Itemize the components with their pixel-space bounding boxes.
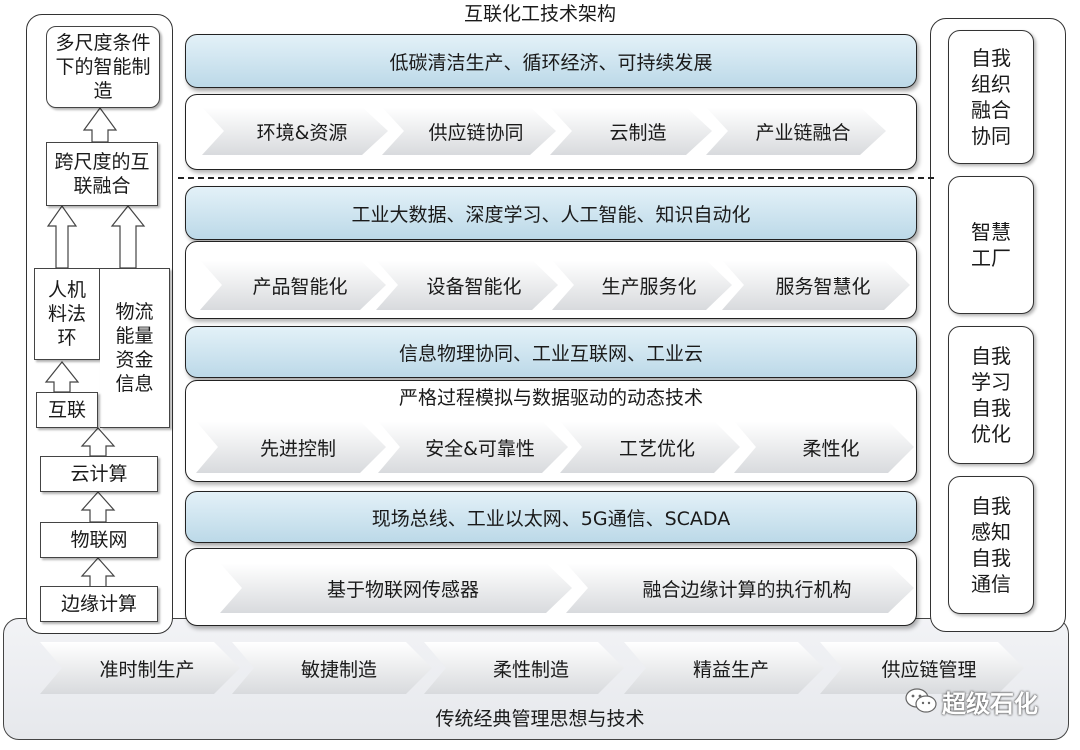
- layer-1-arrow-2-label: 供应链协同: [428, 121, 524, 144]
- layer-1-arrow-1-label: 环境&资源: [256, 121, 348, 144]
- layer-3-arrow-4-label: 柔性化: [802, 437, 860, 460]
- layer-4-arrow-2: 融合边缘计算的执行机构: [566, 563, 914, 613]
- right-self-organize-box: 自我组织融合协同: [948, 30, 1034, 164]
- left-logistics-box: 物流能量资金信息: [100, 268, 170, 428]
- left-people-box: 人机料法环: [34, 268, 100, 360]
- bottom-arrow-1-label: 准时制生产: [99, 658, 195, 681]
- watermark-text: 超级石化: [942, 689, 1038, 718]
- left-interconnect-label: 互联: [47, 399, 86, 421]
- bottom-arrow-4-label: 精益生产: [692, 658, 769, 681]
- left-people-label: 人机料法环: [47, 279, 86, 349]
- bottom-arrow-4: 精益生产: [624, 642, 824, 694]
- diagram-title: 互联化工技术架构: [463, 3, 616, 25]
- layer-4-arrow-1-label: 基于物联网传感器: [326, 578, 479, 601]
- layer-1-arrow-3: 云制造: [550, 107, 712, 155]
- layer-2-arrow-1: 产品智能化: [200, 260, 386, 310]
- layer-4-arrow-1: 基于物联网传感器: [220, 563, 572, 613]
- layer-2-arrow-4-label: 服务智慧化: [775, 275, 871, 298]
- layer-3-arrow-2-label: 安全&可靠性: [425, 437, 535, 460]
- layer-2-arrow-1-label: 产品智能化: [252, 275, 348, 298]
- bottom-arrow-3: 柔性制造: [424, 642, 624, 694]
- left-interconnect-box: 互联: [36, 392, 98, 428]
- left-cloud-box: 云计算: [40, 456, 158, 492]
- bottom-arrow-2: 敏捷制造: [232, 642, 432, 694]
- left-edge-label: 边缘计算: [60, 593, 137, 615]
- layer-1-arrow-2: 供应链协同: [382, 107, 556, 155]
- layer-2-arrow-3-label: 生产服务化: [601, 275, 697, 298]
- layer-3-band-text: 信息物理协同、工业互联网、工业云: [398, 342, 703, 365]
- layer-2-arrow-2: 设备智能化: [376, 260, 558, 310]
- bottom-label: 传统经典管理思想与技术: [435, 708, 645, 730]
- layer-2-arrow-3: 生产服务化: [552, 260, 732, 310]
- layer-1-band-text: 低碳清洁生产、循环经济、可持续发展: [389, 51, 713, 74]
- layer-2-arrow-2-label: 设备智能化: [426, 275, 522, 298]
- left-column-up-arrows: [44, 106, 146, 589]
- layer-2-band-text: 工业大数据、深度学习、人工智能、知识自动化: [351, 203, 751, 226]
- layer-3-arrow-3: 工艺优化: [560, 421, 740, 473]
- bottom-arrow-5-label: 供应链管理: [881, 658, 977, 681]
- bottom-arrow-5: 供应链管理: [820, 642, 1024, 694]
- layer-3-arrow-4: 柔性化: [734, 421, 914, 473]
- bottom-arrow-2-label: 敏捷制造: [300, 658, 377, 681]
- left-iot-box: 物联网: [40, 522, 158, 558]
- right-smart-factory-label: 智慧工厂: [971, 220, 1011, 270]
- layer-1-arrow-1: 环境&资源: [202, 107, 388, 155]
- bottom-arrow-1: 准时制生产: [40, 642, 240, 694]
- right-smart-factory-box: 智慧工厂: [948, 176, 1034, 314]
- layer-4-arrow-2-label: 融合边缘计算的执行机构: [642, 578, 852, 601]
- layer-3-arrow-2: 安全&可靠性: [378, 421, 568, 473]
- layer-3-panel-heading: 严格过程模拟与数据驱动的动态技术: [398, 387, 703, 409]
- left-fusion-label: 跨尺度的互联融合: [54, 151, 150, 197]
- layer-1-arrow-3-label: 云制造: [609, 121, 667, 144]
- layer-3-arrow-3-label: 工艺优化: [618, 437, 695, 460]
- layer-4-band: 现场总线、工业以太网、5G通信、SCADA: [185, 491, 917, 543]
- right-self-organize-label: 自我组织融合协同: [971, 46, 1011, 148]
- left-iot-label: 物联网: [70, 529, 128, 551]
- left-cloud-label: 云计算: [70, 463, 128, 485]
- layer-1-arrow-4-label: 产业链融合: [755, 121, 851, 144]
- layer-3-arrow-1-label: 先进控制: [259, 437, 336, 460]
- layer-2-arrow-4: 服务智慧化: [722, 260, 910, 310]
- left-fusion-box: 跨尺度的互联融合: [46, 142, 158, 206]
- wechat-icon: [905, 688, 937, 713]
- layer-3-band: 信息物理协同、工业互联网、工业云: [185, 326, 917, 378]
- layer-4-band-text: 现场总线、工业以太网、5G通信、SCADA: [371, 507, 731, 530]
- right-self-learning-label: 自我学习自我优化: [971, 344, 1011, 446]
- left-logistics-label: 物流能量资金信息: [115, 301, 154, 395]
- bottom-arrow-3-label: 柔性制造: [492, 658, 569, 681]
- left-smart-manufacturing-label: 多尺度条件下的智能制造: [55, 32, 151, 102]
- right-self-learning-box: 自我学习自我优化: [948, 326, 1034, 464]
- layer-1-band: 低碳清洁生产、循环经济、可持续发展: [185, 34, 917, 88]
- layer-3-arrow-1: 先进控制: [196, 421, 386, 473]
- left-edge-box: 边缘计算: [40, 586, 158, 622]
- watermark: 超级石化: [904, 682, 1076, 720]
- left-smart-manufacturing-box: 多尺度条件下的智能制造: [46, 26, 160, 108]
- layer-2-band: 工业大数据、深度学习、人工智能、知识自动化: [185, 186, 917, 240]
- right-self-sensing-label: 自我感知自我通信: [971, 494, 1011, 596]
- layer-divider: [178, 177, 934, 179]
- right-self-sensing-box: 自我感知自我通信: [948, 476, 1034, 614]
- layer-1-arrow-4: 产业链融合: [706, 107, 886, 155]
